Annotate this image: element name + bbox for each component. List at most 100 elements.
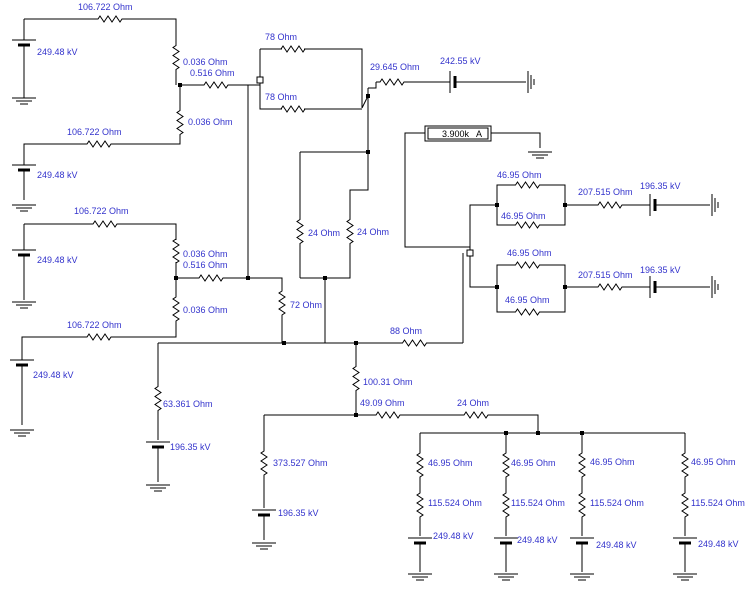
resistor[interactable] bbox=[280, 45, 306, 53]
resistor[interactable] bbox=[352, 365, 360, 392]
resistor[interactable] bbox=[296, 218, 304, 245]
label-v-242: 242.55 kV bbox=[440, 56, 481, 66]
ground-symbol bbox=[10, 429, 34, 437]
label-r-br3: 46.95 Ohm bbox=[590, 457, 635, 467]
resistor[interactable] bbox=[416, 492, 424, 518]
resistor[interactable] bbox=[95, 15, 125, 23]
junction-dot bbox=[354, 413, 358, 417]
resistor[interactable] bbox=[260, 448, 268, 478]
wire-segment bbox=[496, 287, 510, 313]
resistor[interactable] bbox=[376, 78, 408, 86]
label-r-4695-l2: 46.95 Ohm bbox=[505, 295, 550, 305]
resistor[interactable] bbox=[372, 411, 404, 419]
junction-dot bbox=[282, 341, 286, 345]
wire-segment bbox=[545, 264, 566, 287]
label-r-br4: 46.95 Ohm bbox=[691, 457, 736, 467]
resistor[interactable] bbox=[595, 283, 625, 291]
battery[interactable] bbox=[408, 537, 432, 545]
wire-segment bbox=[545, 205, 566, 226]
resistor[interactable] bbox=[462, 411, 490, 419]
resistor[interactable] bbox=[510, 221, 545, 229]
label-r-p1: 0.516 Ohm bbox=[190, 68, 235, 78]
ground-symbol bbox=[494, 573, 518, 581]
wire-segment bbox=[120, 223, 177, 240]
battery[interactable] bbox=[494, 537, 518, 545]
resistor[interactable] bbox=[681, 492, 689, 518]
junction-dot bbox=[246, 276, 250, 280]
resistor[interactable] bbox=[399, 339, 430, 347]
ammeter[interactable]: 3.900k A bbox=[424, 125, 492, 142]
label-r-24b: 24 Ohm bbox=[357, 227, 389, 237]
junction-node bbox=[256, 76, 264, 84]
label-r-373: 373.527 Ohm bbox=[273, 458, 328, 468]
resistor[interactable] bbox=[172, 238, 180, 264]
ground-symbol bbox=[673, 573, 697, 581]
label-r-s1: 0.036 Ohm bbox=[183, 57, 228, 67]
resistor[interactable] bbox=[595, 201, 625, 209]
resistor[interactable] bbox=[502, 452, 510, 478]
resistor[interactable] bbox=[578, 452, 586, 478]
battery[interactable] bbox=[570, 537, 594, 545]
resistor[interactable] bbox=[502, 492, 510, 518]
junction-dot bbox=[323, 276, 327, 280]
battery[interactable] bbox=[649, 194, 657, 216]
label-r-s2: 0.036 Ohm bbox=[188, 117, 233, 127]
resistor[interactable] bbox=[578, 492, 586, 518]
junction-dot bbox=[354, 341, 358, 345]
battery[interactable] bbox=[12, 164, 36, 172]
resistor[interactable] bbox=[196, 274, 226, 282]
label-v-b3: 249.48 kV bbox=[37, 255, 78, 265]
battery[interactable] bbox=[146, 441, 170, 449]
wire-segment bbox=[545, 184, 566, 205]
label-r-49: 49.09 Ohm bbox=[360, 398, 405, 408]
label-r-top: 106.722 Ohm bbox=[78, 2, 133, 12]
battery[interactable] bbox=[252, 509, 276, 517]
resistor[interactable] bbox=[176, 110, 184, 135]
battery[interactable] bbox=[449, 71, 457, 93]
battery[interactable] bbox=[12, 249, 36, 257]
label-v-196d: 196.35 kV bbox=[640, 265, 681, 275]
ground-symbol bbox=[570, 573, 594, 581]
resistor[interactable] bbox=[84, 333, 114, 341]
resistor[interactable] bbox=[200, 81, 232, 89]
ground-symbol bbox=[527, 71, 535, 93]
wire-segment bbox=[491, 132, 541, 148]
junction-node bbox=[466, 249, 474, 257]
battery[interactable] bbox=[12, 39, 36, 47]
battery[interactable] bbox=[10, 359, 34, 367]
resistor[interactable] bbox=[278, 290, 286, 316]
ground-symbol bbox=[12, 301, 36, 309]
resistor[interactable] bbox=[172, 296, 180, 322]
resistor[interactable] bbox=[280, 105, 306, 113]
resistor[interactable] bbox=[416, 452, 424, 478]
resistor[interactable] bbox=[172, 45, 180, 70]
resistor[interactable] bbox=[154, 385, 162, 412]
ground-symbol bbox=[12, 97, 36, 105]
resistor[interactable] bbox=[84, 140, 114, 148]
label-r-88: 88 Ohm bbox=[390, 326, 422, 336]
label-r-100: 100.31 Ohm bbox=[363, 377, 413, 387]
wire-segment bbox=[349, 152, 369, 218]
battery[interactable] bbox=[649, 276, 657, 298]
resistor[interactable] bbox=[90, 220, 120, 228]
junction-dot bbox=[580, 431, 584, 435]
battery[interactable] bbox=[673, 537, 697, 545]
label-v-br1: 249.48 kV bbox=[433, 531, 474, 541]
resistor[interactable] bbox=[681, 452, 689, 478]
label-r-78a: 78 Ohm bbox=[265, 32, 297, 42]
resistor[interactable] bbox=[510, 308, 545, 316]
label-v-196a: 196.35 kV bbox=[170, 442, 211, 452]
resistor[interactable] bbox=[510, 261, 545, 269]
label-r-4695-u1: 46.95 Ohm bbox=[497, 170, 542, 180]
junction-dot bbox=[563, 203, 567, 207]
wire-segment bbox=[490, 414, 539, 433]
wire-segment bbox=[248, 277, 283, 290]
wire-segment bbox=[469, 204, 497, 253]
label-r-s4: 0.036 Ohm bbox=[183, 305, 228, 315]
wire-segment bbox=[125, 18, 177, 45]
label-r-63: 63.361 Ohm bbox=[163, 399, 213, 409]
ground-symbol bbox=[528, 151, 552, 159]
resistor[interactable] bbox=[510, 181, 545, 189]
label-r-72: 72 Ohm bbox=[290, 300, 322, 310]
resistor[interactable] bbox=[346, 218, 354, 245]
